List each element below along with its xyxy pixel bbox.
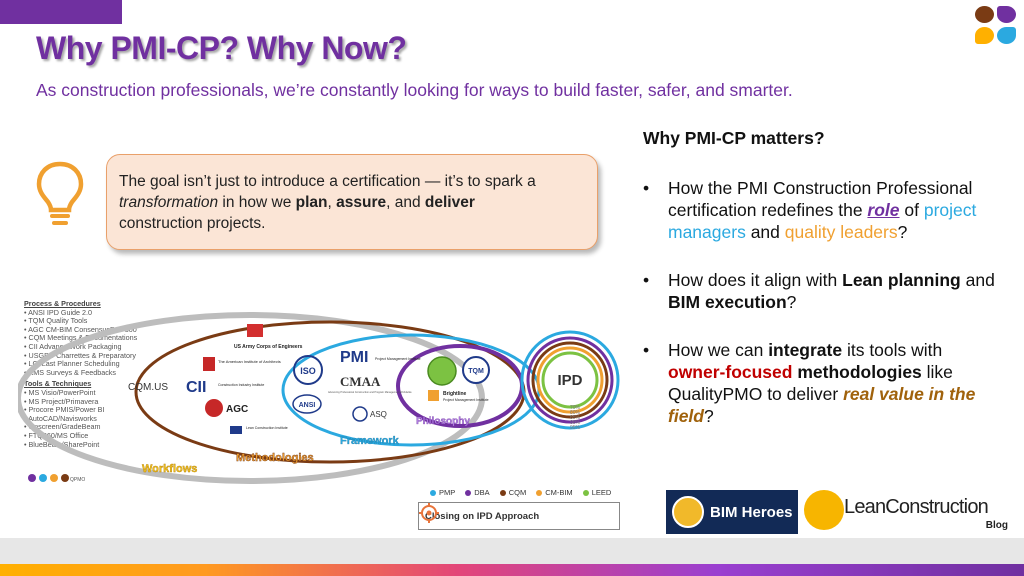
- svg-text:Advancing Professional Constru: Advancing Professional Construction and …: [328, 391, 412, 394]
- corner-tab: [0, 0, 122, 24]
- svg-text:90%: 90%: [570, 420, 581, 426]
- pmi-logo-icon: PMI Project Management Institute: [340, 349, 421, 366]
- target-icon: [419, 503, 439, 523]
- svg-text:AGC: AGC: [226, 404, 248, 415]
- svg-text:ISO: ISO: [300, 366, 316, 376]
- workflows-ring: [18, 312, 485, 484]
- closing-ipd-box: Closing on IPD Approach: [418, 502, 620, 530]
- svg-text:Construction Industry Institut: Construction Industry Institute: [218, 383, 264, 387]
- svg-text:PMI: PMI: [340, 349, 368, 366]
- svg-text:TQM: TQM: [468, 368, 484, 375]
- tqm-logo-icon: TQM: [462, 356, 490, 384]
- workflows-label: Workflows: [142, 463, 197, 475]
- usace-logo-icon: US Army Corps of Engineers: [234, 324, 303, 350]
- svg-text:CII: CII: [186, 379, 206, 396]
- ipd-framework-diagram: Process & Procedures ANSI IPD Guide 2.0 …: [18, 296, 622, 532]
- slide-title: Why PMI-CP? Why Now?: [36, 30, 407, 66]
- svg-text:Lean Construction Institute: Lean Construction Institute: [246, 426, 288, 430]
- why-matters-heading: Why PMI-CP matters?: [643, 128, 825, 148]
- brand-logo-icon: [975, 6, 1019, 46]
- svg-text:80%: 80%: [570, 410, 581, 416]
- footer-gradient-bar: [0, 564, 1024, 576]
- lci-logo-icon: Lean Construction Institute: [230, 426, 288, 434]
- aia-logo-icon: The American Institute of Architects: [203, 357, 281, 371]
- legend-item-pmp: PMP: [430, 488, 455, 497]
- bullet-role: How the PMI Construction Professional ce…: [643, 177, 1003, 243]
- ansi-logo-icon: ANSI: [292, 394, 322, 414]
- legend-item-cm-bim: CM-BIM: [536, 488, 573, 497]
- svg-text:85%: 85%: [570, 415, 581, 421]
- ipd-target: IPD 70% 80% 85% 90% 95%: [520, 330, 620, 431]
- svg-text:The American Institute of Arch: The American Institute of Architects: [218, 359, 281, 364]
- svg-text:70%: 70%: [570, 405, 581, 411]
- cmaa-logo-icon: CMAA Advancing Professional Construction…: [328, 374, 412, 394]
- leed-logo-icon: [427, 356, 457, 386]
- philosophy-label: Philosophy: [416, 416, 470, 427]
- svg-text:ASQ: ASQ: [370, 410, 387, 419]
- svg-text:Project Management Institute: Project Management Institute: [375, 357, 421, 361]
- ipd-label: IPD: [557, 372, 582, 389]
- bullet-integrate: How we can integrate its tools with owne…: [643, 339, 1003, 427]
- svg-text:Project Management Institute: Project Management Institute: [443, 398, 489, 402]
- diagram-legend: PMP DBA CQM CM-BIM LEED: [430, 488, 611, 497]
- svg-text:ANSI: ANSI: [299, 402, 316, 409]
- framework-label: Framework: [340, 435, 400, 447]
- lean-construction-blog-logo: LeanConstruction Blog: [804, 488, 1014, 536]
- qpmo-badge: QPMO: [28, 474, 85, 483]
- cii-logo-icon: CII Construction Industry Institute: [186, 379, 264, 396]
- why-matters-panel: Why PMI-CP matters? How the PMI Construc…: [643, 128, 1003, 453]
- slide-subtitle: As construction professionals, we’re con…: [36, 80, 793, 100]
- svg-text:Brightline: Brightline: [443, 391, 467, 397]
- footer-band: [0, 538, 1024, 564]
- hardhat-mascot-icon: [804, 490, 844, 530]
- svg-text:95%: 95%: [570, 425, 581, 431]
- asq-logo-icon: ASQ: [352, 406, 387, 422]
- svg-text:QPMO: QPMO: [70, 477, 85, 483]
- lightbulb-icon: [36, 161, 84, 225]
- methodologies-label: Methodologies: [236, 452, 314, 464]
- bullet-lean-bim: How does it align with Lean planning and…: [643, 269, 1003, 313]
- svg-text:US Army Corps of Engineers: US Army Corps of Engineers: [234, 344, 303, 350]
- goal-callout: The goal isn’t just to introduce a certi…: [106, 154, 598, 250]
- agc-logo-icon: AGC: [205, 399, 248, 417]
- legend-item-leed: LEED: [582, 488, 611, 497]
- legend-item-dba: DBA: [465, 488, 490, 497]
- iso-logo-icon: ISO: [293, 355, 323, 385]
- bim-heroes-badge-icon: [672, 496, 704, 528]
- legend-item-cqm: CQM: [499, 488, 526, 497]
- bim-heroes-logo: BIM Heroes: [666, 490, 798, 534]
- svg-text:CMAA: CMAA: [340, 374, 381, 389]
- brightline-logo-icon: Brightline Project Management Institute: [428, 390, 489, 402]
- framework-ring: [281, 333, 541, 447]
- cqmus-label: CQM.US: [128, 382, 168, 393]
